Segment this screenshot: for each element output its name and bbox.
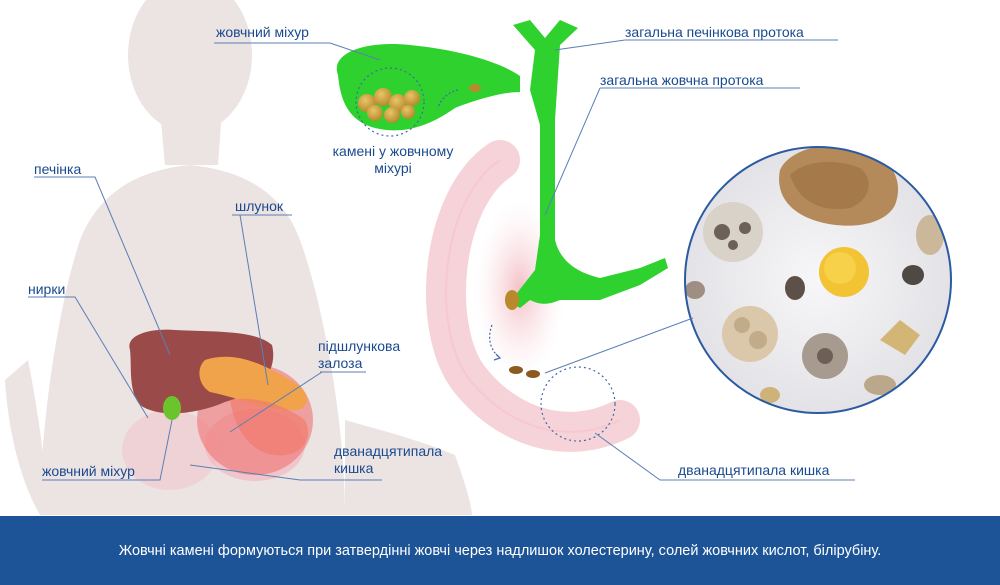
label-stomach: шлунок (235, 198, 284, 214)
label-gallbladder-bottom: жовчний міхур (42, 463, 135, 479)
label-duodenum-left: дванадцятипала кишка (334, 443, 443, 476)
caption-text: Жовчні камені формуються при затвердінні… (118, 542, 882, 559)
label-common-hepatic-duct: загальна печінкова протока (625, 24, 804, 40)
label-stones-in-gallbladder: камені у жовчному міхурі (332, 143, 454, 176)
label-kidneys: нирки (28, 281, 66, 297)
abdominal-organs (122, 329, 313, 490)
caption-bar: Жовчні камені формуються при затвердінні… (0, 516, 1000, 585)
leader-lines (28, 39, 855, 481)
label-common-bile-duct: загальна жовчна протока (600, 72, 764, 88)
biliary-system (336, 20, 668, 442)
label-liver: печінка (34, 161, 82, 177)
label-gallbladder-top: жовчний міхур (216, 24, 309, 40)
label-pancreas: підшлункова залоза (318, 338, 401, 371)
stones-photo (684, 146, 952, 414)
label-duodenum-right: дванадцятипала кишка (678, 462, 830, 478)
